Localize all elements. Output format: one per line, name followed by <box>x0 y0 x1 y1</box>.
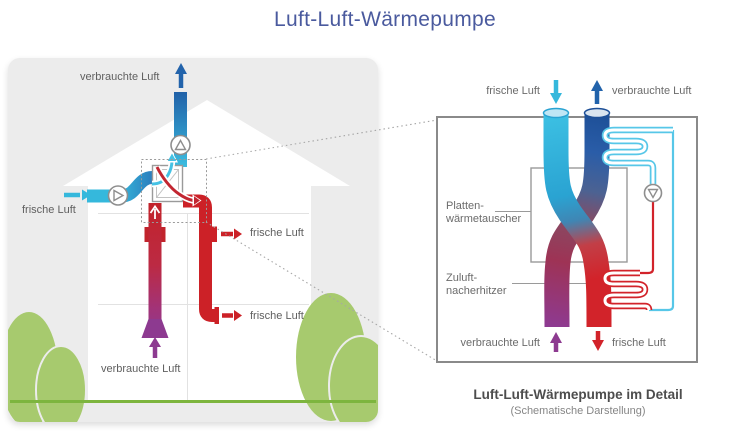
label-fresh-inlet: frische Luft <box>22 204 76 216</box>
page-title: Luft-Luft-Wärmepumpe <box>274 8 496 31</box>
label-exhaust-bottom: verbrauchte Luft <box>101 363 181 375</box>
fresh-air-tube <box>543 113 612 328</box>
detail-label-exhaust-top: verbrauchte Luft <box>612 85 692 97</box>
detail-subcaption: (Schematische Darstellung) <box>510 405 646 417</box>
plate-heat-exchanger-box <box>530 167 628 263</box>
reheater-label-line1: Zuluft- <box>446 272 478 284</box>
house-illustration-card <box>8 58 378 422</box>
circuit-hot-line <box>640 202 655 275</box>
detail-caption: Luft-Luft-Wärmepumpe im Detail <box>473 387 683 402</box>
reheater-label-line2: nacherhitzer <box>446 285 507 297</box>
detail-label-fresh-bottom: frische Luft <box>612 337 666 349</box>
label-fresh-supply-upper: frische Luft <box>250 227 304 239</box>
detail-exhaust-in-arrow <box>550 332 562 352</box>
label-fresh-supply-lower: frische Luft <box>250 310 304 322</box>
plate-label-line1: Platten- <box>446 200 484 212</box>
detail-label-plate-heat-exchanger: Platten- wärmetauscher <box>446 200 521 226</box>
refrigerant-circuit <box>601 126 675 312</box>
evaporator-coil-icon <box>601 126 673 184</box>
pump-icon <box>643 183 663 203</box>
detail-exhaust-out-arrow <box>591 80 603 104</box>
exhaust-air-tube <box>544 113 610 328</box>
detail-box <box>436 116 698 363</box>
circuit-return-line <box>649 130 675 312</box>
detail-label-fresh-top: frische Luft <box>486 85 540 97</box>
detail-label-exhaust-bottom: verbrauchte Luft <box>460 337 541 349</box>
detail-fresh-in-arrow <box>550 80 562 104</box>
fresh-tube-opening <box>542 107 570 119</box>
exhaust-tube-opening <box>583 107 611 119</box>
detail-label-supply-reheater: Zuluft- nacherhitzer <box>446 272 507 298</box>
reheater-coil-icon <box>601 269 653 311</box>
plate-label-line2: wärmetauscher <box>446 213 522 225</box>
detail-fresh-out-arrow <box>592 331 604 351</box>
label-exhaust-top: verbrauchte Luft <box>80 71 160 83</box>
